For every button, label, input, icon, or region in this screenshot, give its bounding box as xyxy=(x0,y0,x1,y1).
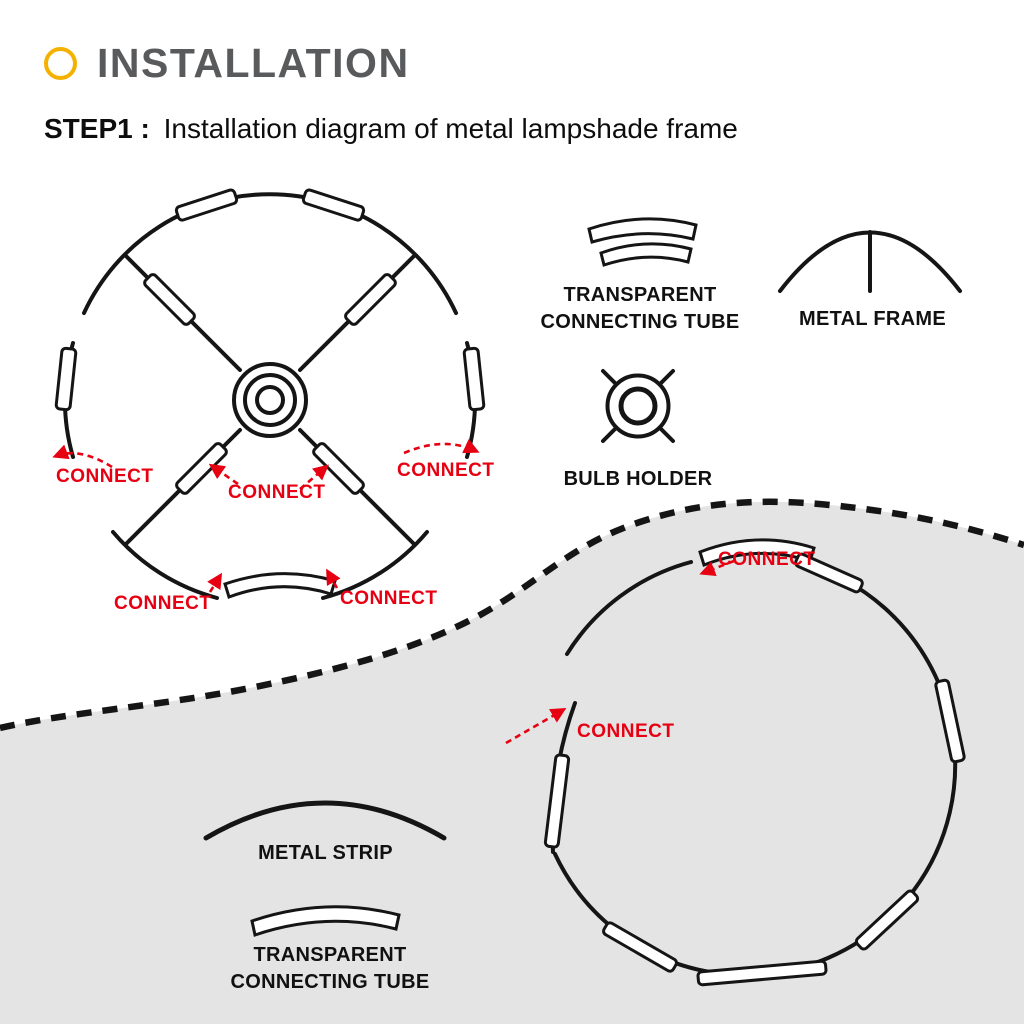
title-row: INSTALLATION xyxy=(44,40,738,87)
connect-label-wheel-left: CONNECT xyxy=(56,466,154,487)
connecting-tube xyxy=(344,273,397,326)
legend-metal-strip-label: METAL STRIP xyxy=(258,842,393,864)
connecting-tube xyxy=(175,442,228,495)
legend-transparent-tube-line2: CONNECTING TUBE xyxy=(540,310,740,333)
legend-bulb-holder-label: BULB HOLDER xyxy=(563,468,713,490)
ring-diagram xyxy=(505,538,966,987)
connecting-tube xyxy=(301,188,366,222)
bulb-holder-ring-inner xyxy=(618,386,658,426)
metal-strip-arc-icon xyxy=(203,800,447,841)
connecting-tube xyxy=(312,442,365,495)
legend-transparent-tube-icon xyxy=(587,217,698,267)
gray-section xyxy=(0,498,1024,1024)
legend-metal-frame-label: METAL FRAME xyxy=(799,308,946,330)
bulb-holder-hub-inner xyxy=(255,385,285,415)
connect-label-wheel-bottom-right: CONNECT xyxy=(340,588,438,609)
header: INSTALLATION STEP1 : Installation diagra… xyxy=(44,40,738,145)
connect-label-wheel-right: CONNECT xyxy=(397,460,495,481)
title-circle-icon xyxy=(44,47,77,80)
connecting-tube xyxy=(854,889,920,951)
connect-arrow-center-right xyxy=(299,464,329,490)
connect-arrow-bottom-left xyxy=(207,572,223,593)
legend-transparent-tube-line1: TRANSPARENT xyxy=(563,284,717,306)
transparent-tube-icon xyxy=(599,242,693,267)
rim-arc-top xyxy=(82,192,458,315)
connecting-tube xyxy=(462,346,486,412)
legend-bottom-transparent-tube-line1: TRANSPARENT xyxy=(253,944,407,966)
wheel-diagram xyxy=(52,188,486,600)
legend-bottom-transparent-tube-line2: CONNECTING TUBE xyxy=(230,970,430,993)
ring-arc-upper-left xyxy=(565,560,693,656)
connecting-tube xyxy=(934,678,966,764)
legend-metal-strip-icon xyxy=(203,800,447,841)
rim-arc-bottom-left xyxy=(111,530,219,600)
connecting-tube xyxy=(696,959,828,987)
connect-label-ring-left: CONNECT xyxy=(577,721,675,742)
step-description: Installation diagram of metal lampshade … xyxy=(163,113,738,144)
transparent-tube-icon xyxy=(250,905,401,937)
connecting-tube xyxy=(174,188,239,222)
connect-arrow-ring-left xyxy=(505,708,567,745)
connect-label-wheel-center: CONNECT xyxy=(228,482,326,503)
connecting-tube xyxy=(143,273,196,326)
rim-arc-bottom-right xyxy=(321,530,429,600)
connect-arrow-center-left xyxy=(208,463,239,486)
dashed-divider-line xyxy=(0,498,1024,732)
connecting-tube xyxy=(602,921,678,973)
connect-arrow-right xyxy=(403,438,480,455)
gray-section-fill xyxy=(0,501,1024,1024)
connecting-tube xyxy=(794,552,864,594)
legend-bulb-holder-icon xyxy=(601,369,675,443)
connect-arrow-left xyxy=(52,444,113,469)
legend-bottom-transparent-tube-icon xyxy=(250,905,401,937)
connecting-tube-detached-bottom xyxy=(223,572,337,599)
connecting-tube xyxy=(54,346,78,412)
connecting-tube xyxy=(543,753,571,849)
connect-arrow-bottom-right xyxy=(326,568,341,589)
step-heading: STEP1 : Installation diagram of metal la… xyxy=(44,113,738,145)
connect-arrow-ring-top xyxy=(699,559,735,577)
legend-metal-frame-icon xyxy=(778,230,962,293)
legend-bottom-transparent-tube-label: TRANSPARENT CONNECTING TUBE xyxy=(230,942,430,995)
page-title: INSTALLATION xyxy=(97,40,410,86)
connect-label-ring-top: CONNECT xyxy=(718,549,816,570)
connect-label-wheel-bottom-left: CONNECT xyxy=(114,593,212,614)
transparent-tube-icon xyxy=(587,217,698,244)
step-label: STEP1 : xyxy=(44,113,150,144)
legend-transparent-tube-label: TRANSPARENT CONNECTING TUBE xyxy=(528,282,752,335)
